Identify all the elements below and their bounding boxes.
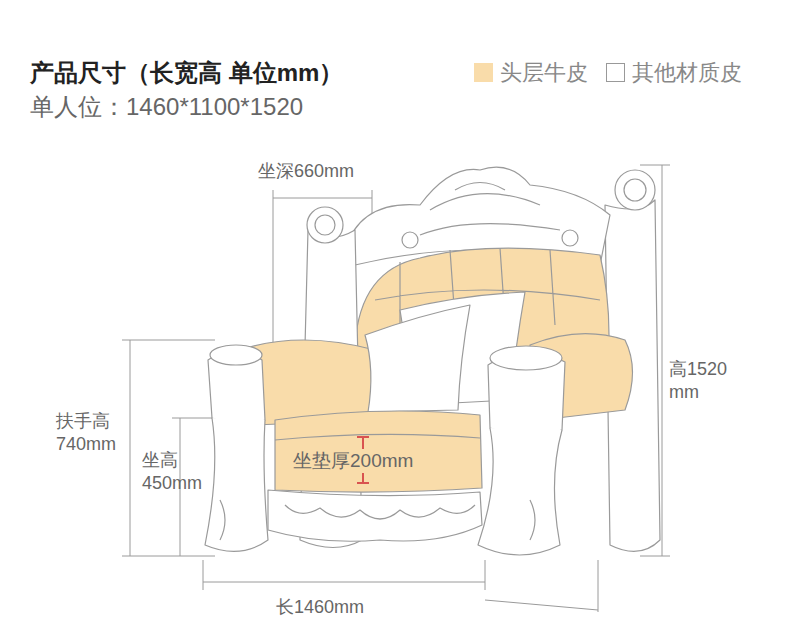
title: 产品尺寸（长宽高 单位mm） <box>30 58 343 88</box>
drawing-part <box>273 198 372 199</box>
legend-swatch <box>606 63 625 82</box>
legend-text: 其他材质皮 <box>632 58 742 88</box>
sofa-drawing <box>205 167 660 555</box>
drawing-part <box>485 600 598 610</box>
drawing-part <box>402 232 418 248</box>
dimension-label: 坐深660mm <box>258 160 354 183</box>
drawing-part <box>268 490 482 541</box>
drawing-part <box>273 190 274 345</box>
subtitle: 单人位：1460*1100*1520 <box>30 92 303 122</box>
dimension-lines <box>122 165 670 612</box>
drawing-part <box>624 179 646 201</box>
dimension-label: 长1460mm <box>276 596 364 619</box>
drawing-part <box>122 556 215 557</box>
drawing-part <box>203 582 485 583</box>
drawing-part <box>210 345 262 365</box>
legend-text: 头层牛皮 <box>500 58 588 88</box>
dimension-label: 坐垫厚200mm <box>291 449 415 473</box>
dimension-label: 坐高 450mm <box>142 449 208 494</box>
drawing-part <box>315 215 335 235</box>
drawing-part <box>203 560 204 590</box>
drawing-part <box>220 500 535 540</box>
dimension-label: 扶手高 740mm <box>56 410 136 455</box>
drawing-part <box>562 230 578 246</box>
drawing-part <box>640 556 670 557</box>
drawing-part <box>285 505 475 519</box>
legend-swatch <box>474 63 493 82</box>
drawing-part <box>122 340 215 341</box>
drawing-part <box>615 170 655 210</box>
thickness-marker <box>357 482 369 484</box>
drawing-part <box>275 411 482 492</box>
drawing-part <box>307 207 343 243</box>
drawing-part <box>662 165 663 556</box>
dimension-label: 高1520 mm <box>669 358 735 403</box>
drawing-part <box>598 560 599 612</box>
drawing-part <box>365 305 470 412</box>
drawing-part <box>478 428 562 555</box>
drawing-part <box>205 418 268 551</box>
drawing-part <box>485 560 486 590</box>
drawing-part <box>490 346 562 370</box>
drawing-part <box>275 434 480 440</box>
drawing-part <box>640 165 670 166</box>
drawing-part <box>130 340 131 556</box>
drawing-part <box>420 183 560 236</box>
